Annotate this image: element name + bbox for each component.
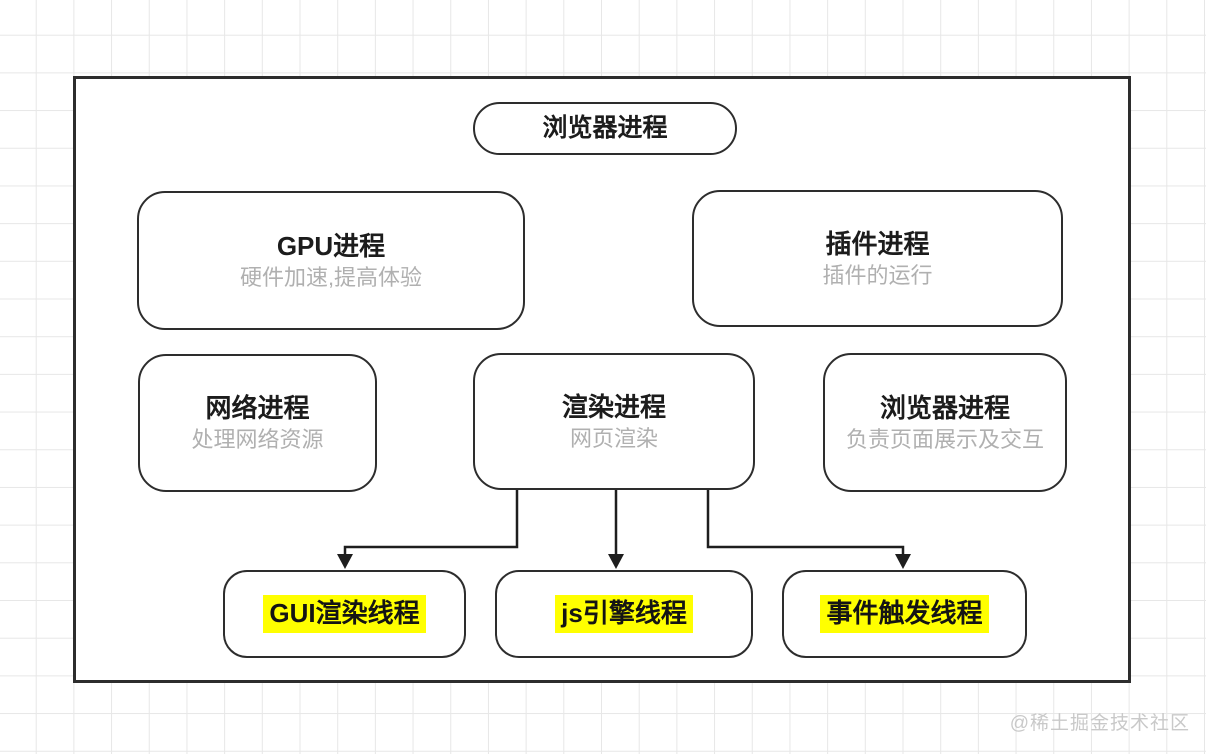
node-network-process-title: 网络进程 xyxy=(205,393,310,424)
node-js-engine-thread: js引擎线程 xyxy=(495,570,753,658)
watermark: @稀土掘金技术社区 xyxy=(1009,713,1190,734)
node-gpu-process-subtitle: 硬件加速,提高体验 xyxy=(239,264,423,290)
node-browser-process-root: 浏览器进程 xyxy=(473,102,737,155)
node-gui-render-thread: GUI渲染线程 xyxy=(223,570,466,658)
node-browser-process-root-label: 浏览器进程 xyxy=(542,114,668,143)
node-plugin-process-title: 插件进程 xyxy=(825,228,930,259)
node-event-trigger-thread-label: 事件触发线程 xyxy=(820,595,989,633)
node-render-process-title: 渲染进程 xyxy=(561,391,666,422)
node-network-process: 网络进程 处理网络资源 xyxy=(138,354,377,492)
node-network-process-subtitle: 处理网络资源 xyxy=(191,427,324,453)
node-gpu-process: GPU进程 硬件加速,提高体验 xyxy=(137,191,525,330)
node-gpu-process-title: GPU进程 xyxy=(276,230,386,261)
node-event-trigger-thread: 事件触发线程 xyxy=(782,570,1027,658)
node-plugin-process: 插件进程 插件的运行 xyxy=(692,190,1063,327)
node-gui-render-thread-label: GUI渲染线程 xyxy=(263,595,426,633)
node-js-engine-thread-label: js引擎线程 xyxy=(555,595,693,633)
node-browser-process-subtitle: 负责页面展示及交互 xyxy=(845,426,1044,452)
node-browser-process-title: 浏览器进程 xyxy=(879,392,1010,423)
node-render-process: 渲染进程 网页渲染 xyxy=(473,353,755,490)
node-plugin-process-subtitle: 插件的运行 xyxy=(822,262,933,288)
node-browser-process: 浏览器进程 负责页面展示及交互 xyxy=(823,353,1067,492)
node-render-process-subtitle: 网页渲染 xyxy=(569,425,658,451)
